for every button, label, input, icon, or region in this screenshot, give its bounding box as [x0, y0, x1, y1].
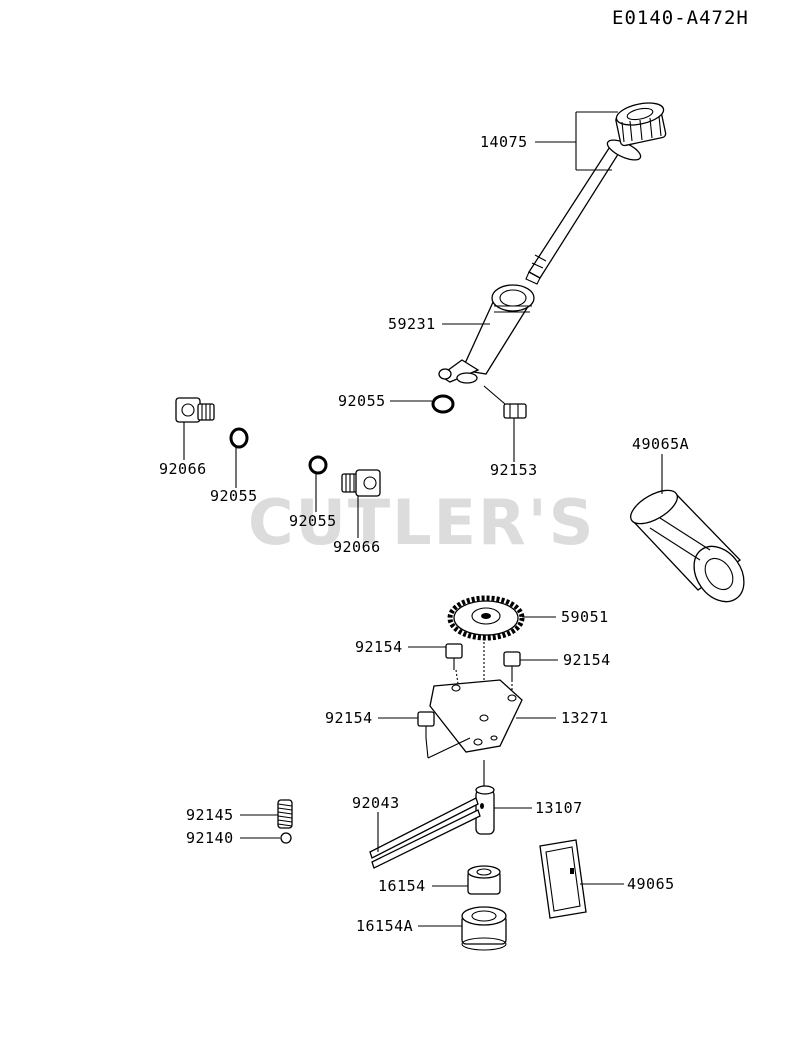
ball-part[interactable]	[280, 832, 292, 844]
inner-rotor-part[interactable]	[467, 865, 501, 895]
o-ring-center-part[interactable]	[308, 455, 328, 475]
label-49065A[interactable]: 49065A	[632, 435, 689, 453]
label-92140[interactable]: 92140	[186, 829, 234, 847]
label-92055-center[interactable]: 92055	[289, 512, 337, 530]
label-16154[interactable]: 16154	[378, 877, 426, 895]
label-59051[interactable]: 59051	[561, 608, 609, 626]
plate-bolt-lower-part[interactable]	[417, 711, 435, 738]
label-14075[interactable]: 14075	[480, 133, 528, 151]
pump-gear-part[interactable]	[447, 595, 525, 641]
dipstick-part[interactable]	[525, 99, 667, 285]
label-13107[interactable]: 13107	[535, 799, 583, 817]
label-92066-center[interactable]: 92066	[333, 538, 381, 556]
label-92043[interactable]: 92043	[352, 794, 400, 812]
label-92154-left[interactable]: 92154	[355, 638, 403, 656]
pin-part[interactable]	[369, 797, 481, 869]
pump-plate-part[interactable]	[429, 679, 523, 753]
label-92154-right[interactable]: 92154	[563, 651, 611, 669]
label-92145[interactable]: 92145	[186, 806, 234, 824]
o-ring-left-part[interactable]	[229, 427, 249, 449]
plate-bolt-right-part[interactable]	[503, 651, 521, 694]
label-92066-left[interactable]: 92066	[159, 460, 207, 478]
label-92153[interactable]: 92153	[490, 461, 538, 479]
label-92055-upper[interactable]: 92055	[338, 392, 386, 410]
filler-tube-part[interactable]	[438, 284, 535, 384]
label-59231[interactable]: 59231	[388, 315, 436, 333]
spring-part[interactable]	[277, 799, 293, 829]
bolt-part[interactable]	[483, 385, 527, 419]
label-92154-lower[interactable]: 92154	[325, 709, 373, 727]
o-ring-part[interactable]	[431, 394, 455, 414]
leader-92154-lower-tail	[425, 737, 471, 759]
leader-14075	[535, 111, 618, 171]
label-16154A[interactable]: 16154A	[356, 917, 413, 935]
gasket-part[interactable]	[539, 839, 587, 919]
rotor-shaft-part[interactable]	[475, 785, 495, 835]
drain-plug-center-part[interactable]	[341, 469, 381, 497]
label-13271[interactable]: 13271	[561, 709, 609, 727]
watermark: CUTLER'S	[248, 486, 595, 559]
label-92055-left[interactable]: 92055	[210, 487, 258, 505]
outer-rotor-part[interactable]	[461, 906, 507, 951]
diagram-code: E0140-A472H	[612, 7, 749, 29]
oil-filter-part[interactable]	[625, 484, 754, 612]
label-49065[interactable]: 49065	[627, 875, 675, 893]
drain-plug-left-part[interactable]	[175, 397, 215, 423]
plate-bolt-left-part[interactable]	[445, 643, 463, 685]
